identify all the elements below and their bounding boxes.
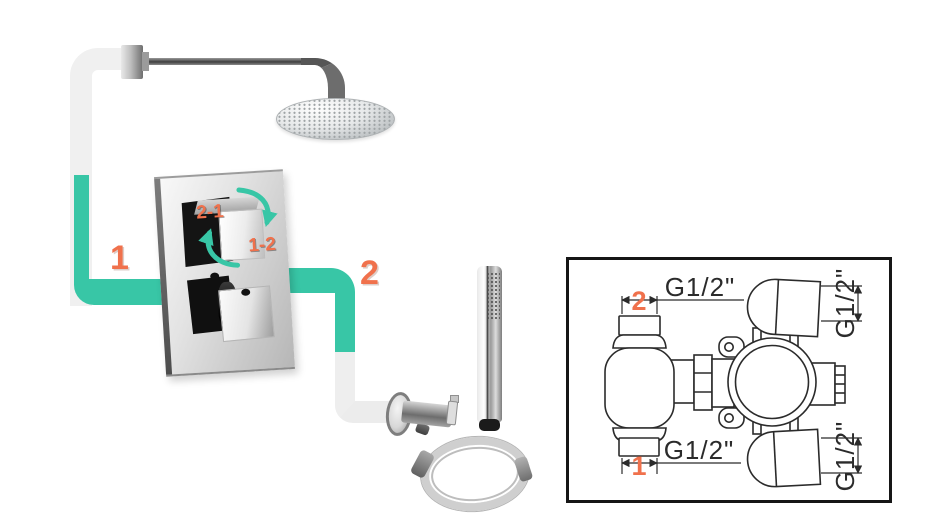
shower-hose-coil — [417, 432, 533, 516]
wall-outlet-cap — [445, 400, 459, 426]
pipe-label-1: 1 — [110, 239, 129, 277]
shower-arm — [141, 58, 313, 65]
diverter-mode-label-bottom: 1-2 — [247, 233, 277, 257]
hand-shower-tip — [479, 419, 500, 431]
thread-size-top-left: G1/2" — [665, 272, 736, 302]
thread-size-top-right: G1/2" — [830, 268, 860, 339]
port-top-right — [746, 278, 822, 338]
port-bottom-right — [746, 428, 822, 488]
shower-arm-collar — [142, 52, 149, 71]
rain-shower-head — [276, 98, 395, 140]
mixer-valve-plate: 2-1 1-2 — [154, 169, 295, 377]
port-number-2: 2 — [631, 286, 646, 316]
cartridge-body — [604, 315, 735, 457]
pipe-label-2: 2 — [360, 254, 379, 292]
rotate-counterclockwise-arrow-icon — [198, 228, 241, 268]
port-number-1: 1 — [631, 451, 646, 481]
highlighted-pipe-outlet-2 — [288, 268, 355, 363]
dimension-top-right: G1/2" — [821, 268, 863, 339]
dimension-bottom-left: 1 G1/2" — [621, 435, 741, 481]
shower-arm-wall-flange — [121, 45, 143, 79]
valve-main-circle — [727, 337, 817, 427]
mounting-tabs — [718, 336, 745, 429]
hand-shower-nozzles — [486, 272, 500, 320]
diverter-mode-label-top: 2-1 — [195, 200, 225, 224]
right-threaded-stub — [809, 362, 846, 406]
rotate-clockwise-arrow-icon — [236, 187, 278, 227]
thread-size-bottom-left: G1/2" — [664, 435, 735, 465]
thread-size-bottom-right: G1/2" — [830, 421, 860, 492]
diverter-rotation-arrows — [198, 187, 278, 268]
valve-technical-drawing: 2 G1/2" 1 G1/2" G1/2" — [566, 257, 892, 503]
valve-line-drawing: 2 G1/2" 1 G1/2" G1/2" — [604, 268, 863, 492]
dimension-top-left: 2 G1/2" — [621, 272, 744, 316]
dimension-bottom-right: G1/2" — [821, 421, 863, 492]
concealed-pipe-right — [335, 352, 390, 423]
highlighted-pipe-inlet-1 — [74, 175, 166, 305]
